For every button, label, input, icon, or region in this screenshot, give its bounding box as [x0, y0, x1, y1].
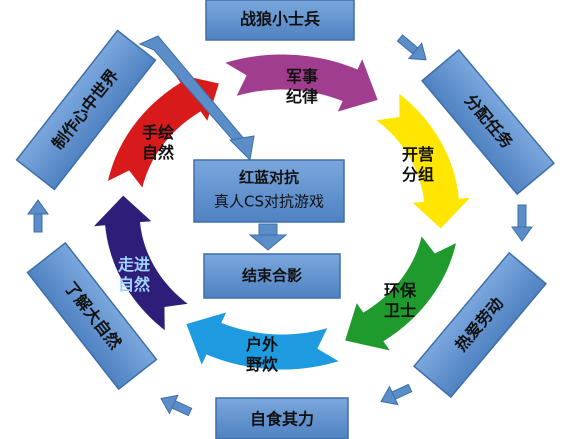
final-box [203, 253, 341, 299]
cycle-segment-4-line2: 野炊 [246, 355, 279, 374]
arrow-upper-left-to-center [138, 35, 255, 162]
cycle-segment-4-line1: 户外 [246, 335, 278, 354]
center-box [193, 159, 345, 223]
cycle-segment-3 [343, 234, 458, 353]
cycle-segment-5-line2: 自然 [118, 275, 150, 294]
outer-connectors [27, 34, 533, 417]
arrow-lower-left-to-upper-left [27, 199, 49, 233]
cycle-segment-3-line2: 卫士 [384, 301, 416, 320]
box-bottom: 自食其力 [215, 397, 349, 439]
box-top-label: 战狼小士兵 [240, 10, 320, 29]
arrow-lower-right-to-bottom [380, 383, 413, 406]
arrow-top-to-upper-right [396, 34, 427, 61]
cycle-segment-1-line1: 军事 [286, 67, 318, 86]
center-group: 红蓝对抗 真人CS对抗游戏 结束合影 [193, 159, 345, 299]
arrow-bottom-to-lower-left [160, 394, 193, 417]
cycle-segment-5 [91, 194, 191, 333]
cycle-segment-4 [185, 310, 342, 371]
box-bottom-label: 自食其力 [250, 410, 314, 429]
cycle-segment-3-line1: 环保 [384, 281, 417, 300]
center-subtitle: 真人CS对抗游戏 [214, 193, 324, 211]
box-top: 战狼小士兵 [205, 0, 355, 41]
cycle-segment-6 [106, 71, 221, 190]
cycle-segment-5-line1: 走进 [117, 255, 150, 274]
center-title: 红蓝对抗 [239, 169, 299, 187]
arrow-upper-right-to-lower-right [511, 204, 533, 242]
cycle-segment-1-line2: 纪律 [286, 87, 318, 106]
center-down-arrow [248, 223, 288, 251]
cycle-segment-2-line2: 分组 [402, 165, 434, 184]
cycle-segment-1 [222, 53, 379, 114]
final-label: 结束合影 [242, 267, 302, 285]
cycle-segment-2 [373, 91, 473, 230]
cycle-segment-6-line2: 自然 [142, 143, 174, 162]
cycle-segment-6-line1: 手绘 [142, 123, 174, 142]
cycle-segment-2-line1: 开营 [402, 145, 434, 164]
